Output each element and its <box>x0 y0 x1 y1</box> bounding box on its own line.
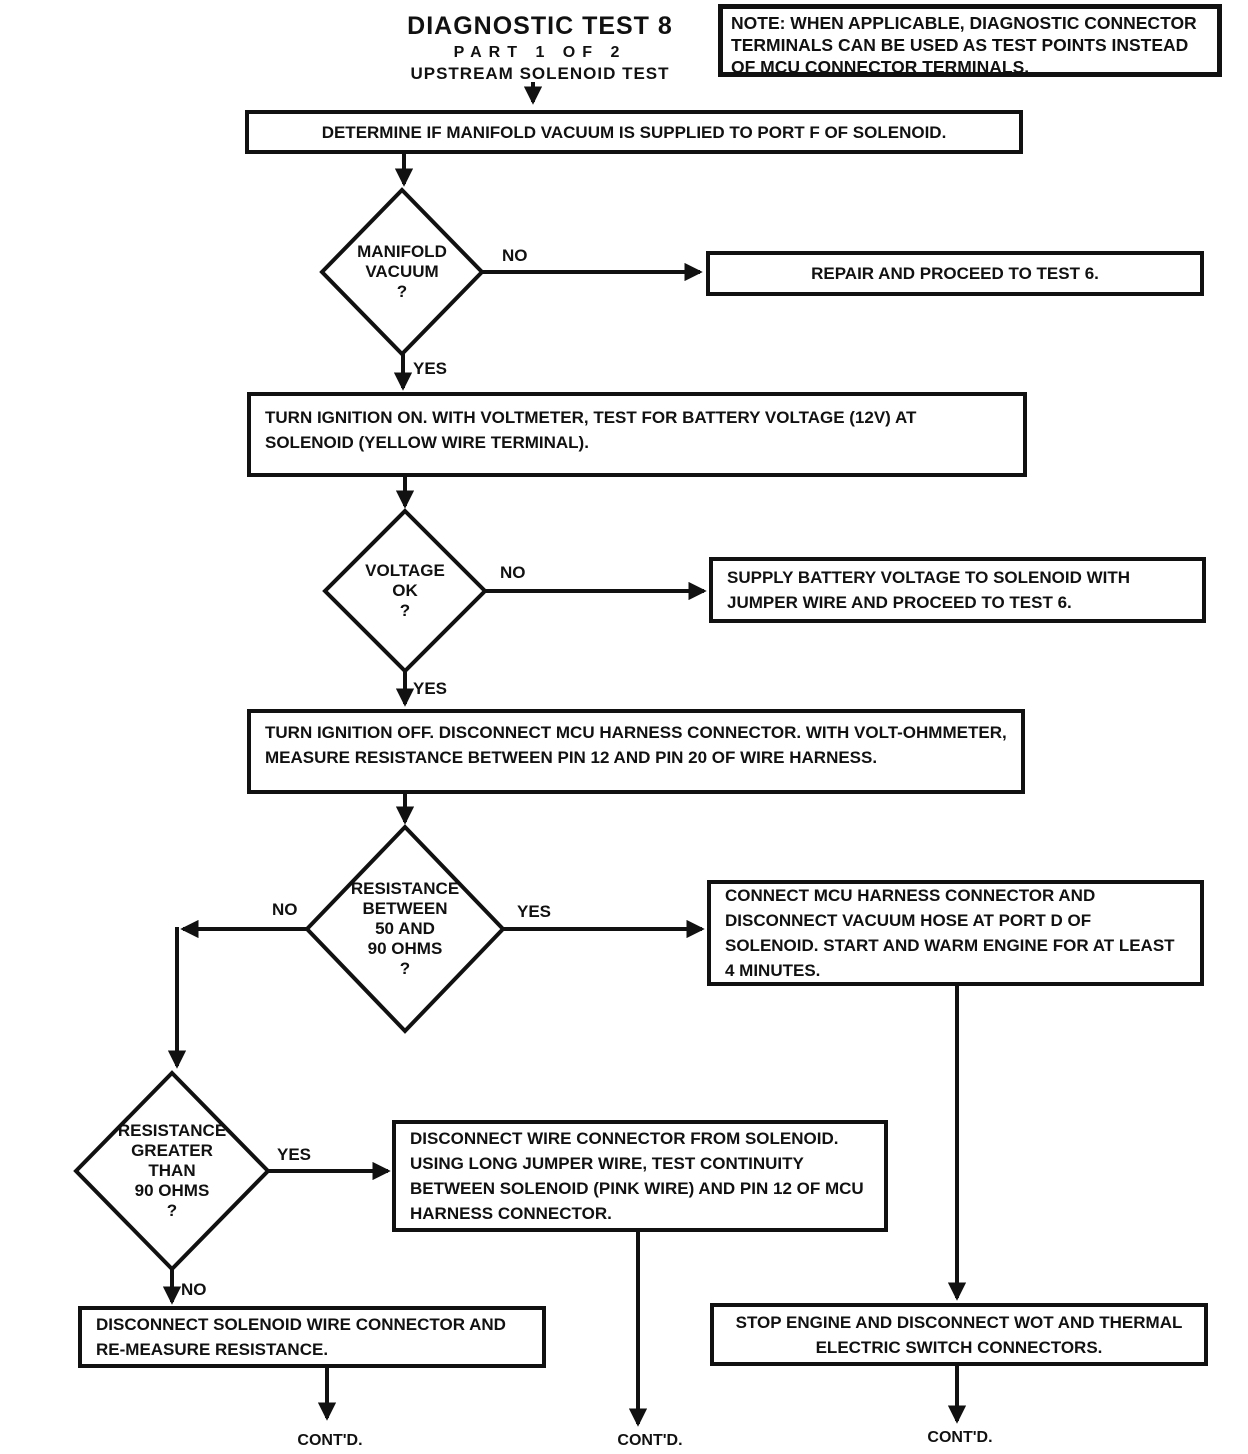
branch-yes-voltage: YES <box>413 679 448 698</box>
branch-no-manifold: NO <box>502 246 528 265</box>
decision-voltage-ok <box>322 508 488 674</box>
note-box: NOTE: WHEN APPLICABLE, DIAGNOSTIC CONNEC… <box>718 4 1222 77</box>
process-repair-test6: REPAIR AND PROCEED TO TEST 6. <box>706 251 1204 296</box>
process-remeasure-resistance: DISCONNECT SOLENOID WIRE CONNECTOR AND R… <box>78 1306 546 1368</box>
branch-yes-gt90: YES <box>277 1145 312 1164</box>
decision-label-resistance-gt-90: RESISTANCE GREATER THAN 90 OHMS ? <box>117 1121 227 1220</box>
decision-label-resistance-50-90: RESISTANCE BETWEEN 50 AND 90 OHMS ? <box>350 879 460 978</box>
branch-no-voltage: NO <box>500 563 526 582</box>
process-determine-vacuum: DETERMINE IF MANIFOLD VACUUM IS SUPPLIED… <box>245 110 1023 154</box>
decision-resistance-gt-90 <box>73 1070 271 1272</box>
process-connect-mcu: CONNECT MCU HARNESS CONNECTOR AND DISCON… <box>707 880 1204 986</box>
page-subtitle-test: UPSTREAM SOLENOID TEST <box>410 64 670 83</box>
branch-no-resistance: NO <box>272 900 298 919</box>
page-title: DIAGNOSTIC TEST 8 <box>407 12 673 40</box>
decision-label-manifold-vacuum: MANIFOLD VACUUM ? <box>357 242 447 301</box>
process-ignition-on: TURN IGNITION ON. WITH VOLTMETER, TEST F… <box>247 392 1027 477</box>
branch-no-gt90: NO <box>181 1280 207 1299</box>
terminator-contd-right: CONT'D. <box>927 1429 993 1446</box>
process-test-continuity: DISCONNECT WIRE CONNECTOR FROM SOLENOID.… <box>392 1120 888 1232</box>
page-subtitle-part: PART 1 OF 2 <box>453 44 627 61</box>
process-stop-engine: STOP ENGINE AND DISCONNECT WOT AND THERM… <box>710 1303 1208 1366</box>
terminator-contd-middle: CONT'D. <box>617 1432 683 1449</box>
decision-manifold-vacuum <box>319 187 485 357</box>
process-ignition-off: TURN IGNITION OFF. DISCONNECT MCU HARNES… <box>247 709 1025 794</box>
process-supply-battery: SUPPLY BATTERY VOLTAGE TO SOLENOID WITH … <box>709 557 1206 623</box>
title-block: DIAGNOSTIC TEST 8 PART 1 OF 2 UPSTREAM S… <box>395 12 685 84</box>
decision-label-voltage-ok: VOLTAGE OK ? <box>365 561 445 620</box>
decision-resistance-50-90 <box>304 824 506 1034</box>
branch-yes-manifold: YES <box>413 359 448 378</box>
terminator-contd-left: CONT'D. <box>297 1432 363 1449</box>
branch-yes-resistance: YES <box>517 902 552 921</box>
